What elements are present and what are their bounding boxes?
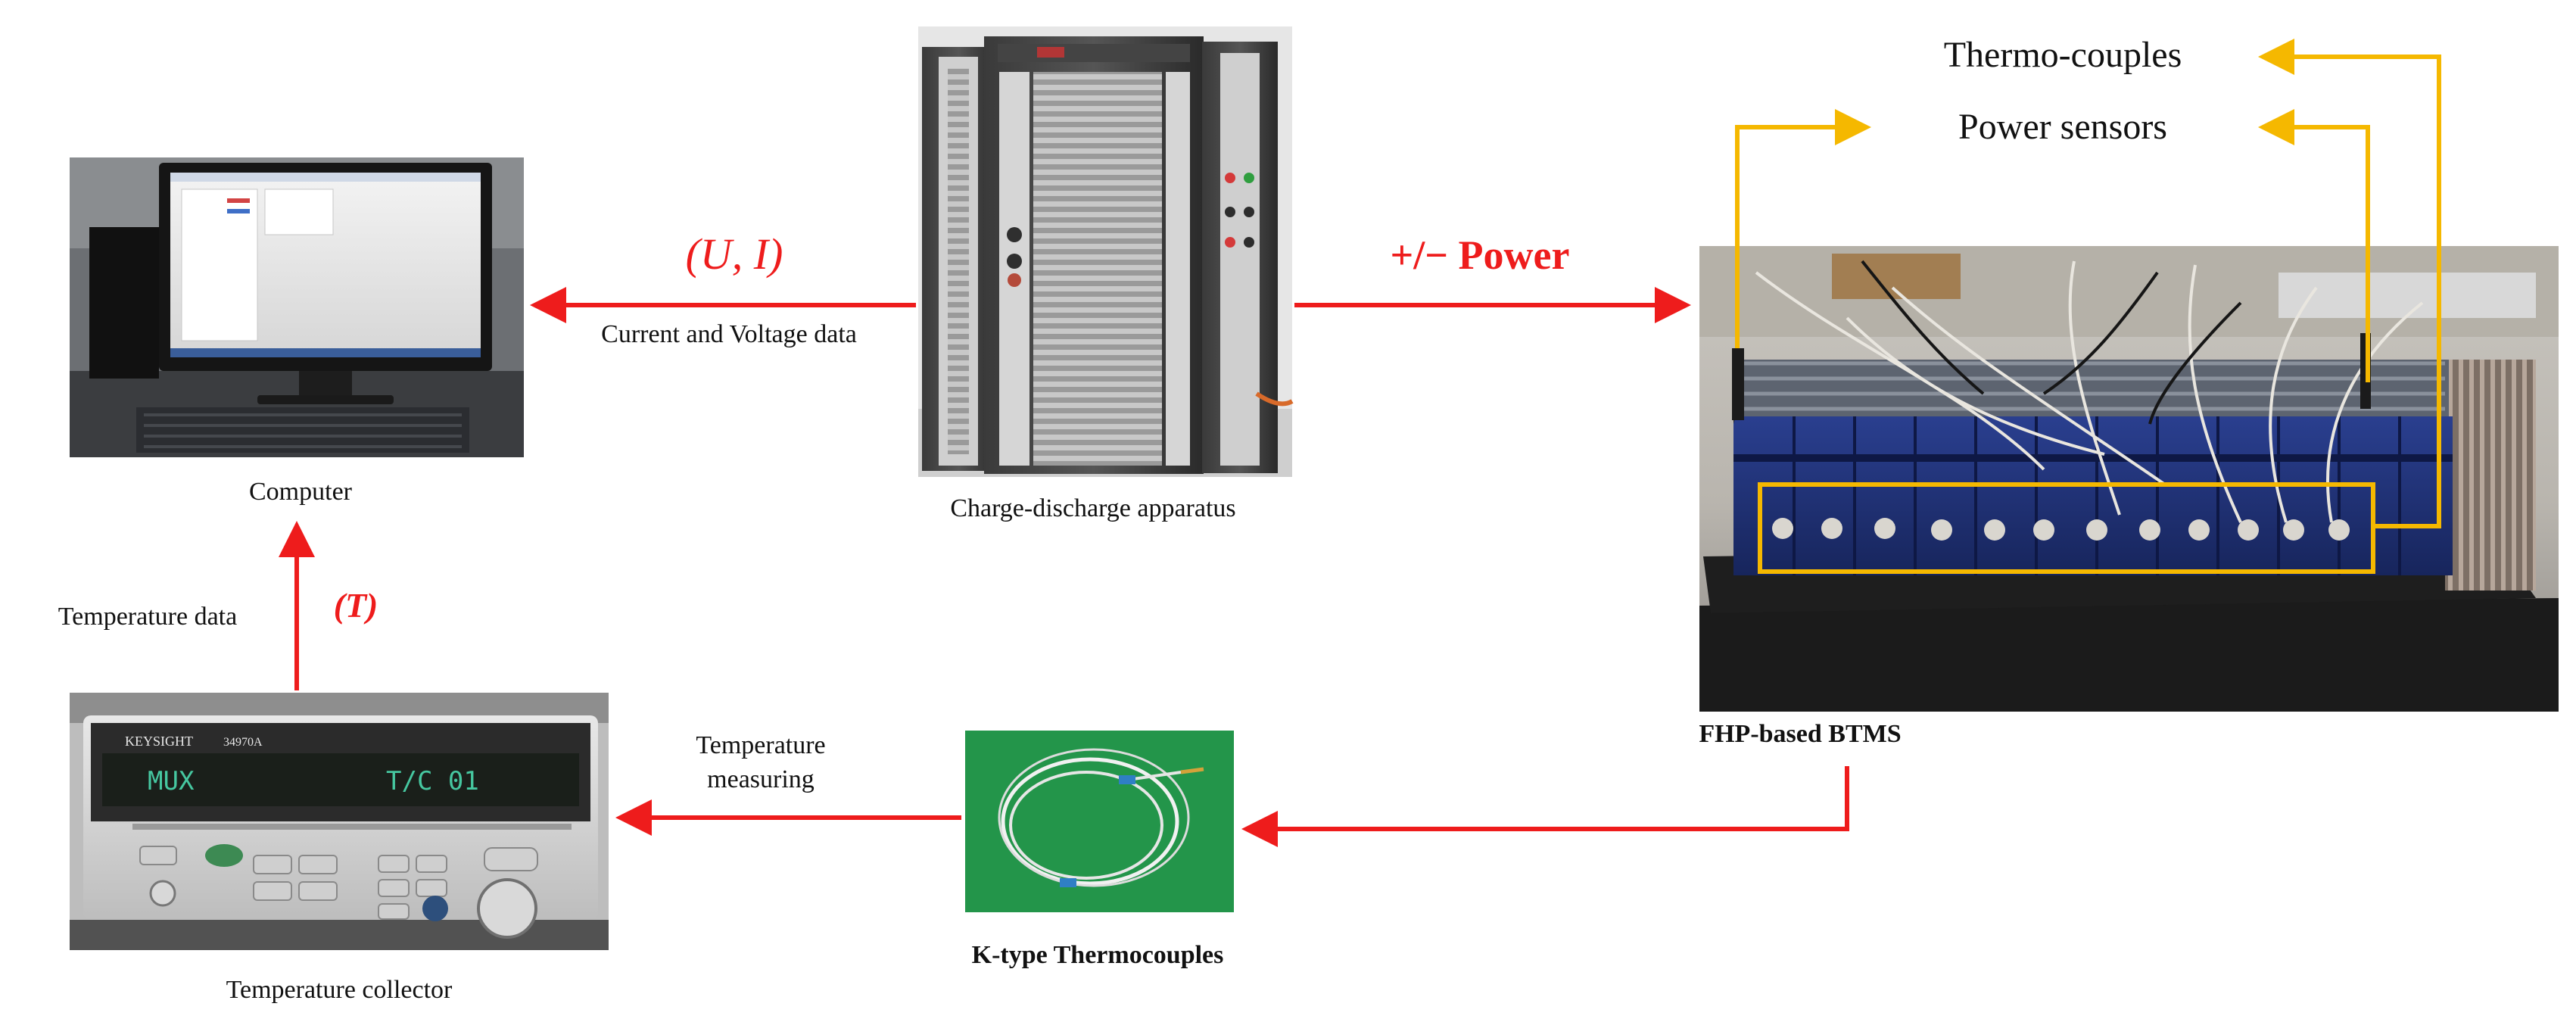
computer-photo (70, 157, 524, 457)
apparatus-label: Charge-discharge apparatus (950, 494, 1235, 522)
fhp-btms-photo (1699, 246, 2559, 712)
t-data-symbol: (T) (334, 586, 378, 625)
power-label: +/− Power (1391, 232, 1570, 278)
ui-data-symbol: (U, I) (686, 229, 783, 279)
device-brand-text: KEYSIGHT (125, 734, 193, 749)
arrow-sensors-to-thermo-couples (2258, 39, 2441, 528)
thermo-couples-label: Thermo-couples (1944, 35, 2182, 75)
computer-label: Computer (249, 478, 353, 506)
arrow-btms-to-thermocouples (1241, 766, 1849, 847)
btms-label: FHP-based BTMS (1699, 720, 1901, 748)
temperature-measuring-label-line2: measuring (707, 765, 815, 793)
temperature-data-label: Temperature data (58, 603, 237, 631)
arrow-pack-to-power-sensors (2258, 109, 2370, 382)
charge-discharge-apparatus-photo (918, 26, 1294, 477)
device-model-text: 34970A (223, 736, 263, 749)
device-mux-readout: MUX (148, 766, 195, 796)
thermocouples-photo (965, 731, 1234, 912)
temperature-measuring-label-line1: Temperature (696, 731, 825, 759)
current-voltage-label: Current and Voltage data (601, 320, 857, 348)
temperature-collector-photo (70, 693, 609, 950)
collector-label: Temperature collector (226, 976, 453, 1004)
thermocouples-label: K-type Thermocouples (972, 941, 1224, 969)
power-sensors-label: Power sensors (1958, 107, 2167, 147)
device-channel-readout: T/C 01 (386, 766, 479, 796)
arrow-btms-to-power-sensors (1735, 109, 1871, 348)
